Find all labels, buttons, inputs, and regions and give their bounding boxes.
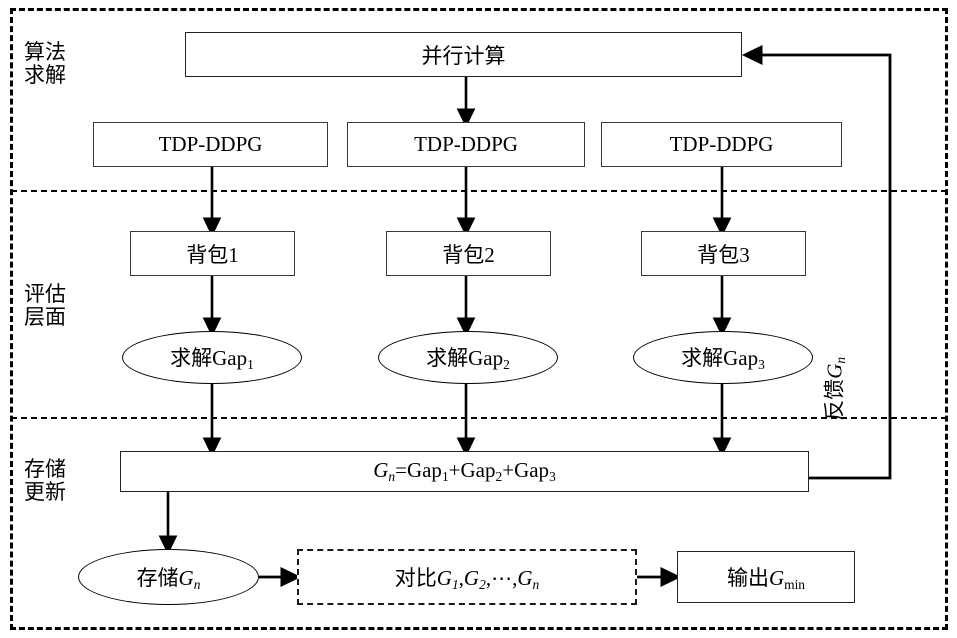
band-label-evaluation: 评估 层面 (24, 282, 66, 329)
node-agent-2[interactable]: TDP-DDPG (347, 122, 585, 167)
node-parallel-compute-label: 并行计算 (421, 43, 506, 68)
node-agent-2-label: TDP-DDPG (414, 132, 518, 156)
node-gap-3[interactable]: 求解Gap3 (633, 331, 813, 384)
node-store[interactable]: 存储Gn (78, 549, 259, 605)
node-output[interactable]: 输出Gmin (677, 551, 855, 603)
node-store-label: 存储Gn (136, 565, 201, 592)
feedback-label: 反馈Gn (822, 356, 848, 421)
node-knapsack-3[interactable]: 背包3 (641, 231, 806, 276)
node-knapsack-1-label: 背包1 (186, 242, 239, 267)
outer-dashed-frame (10, 8, 948, 630)
node-compare-label: 对比G1,G2,⋯,Gn (394, 565, 540, 592)
band-label-algorithm: 算法 求解 (24, 40, 66, 87)
node-agent-1-label: TDP-DDPG (158, 132, 263, 156)
node-compare[interactable]: 对比G1,G2,⋯,Gn (297, 549, 637, 605)
node-agent-3[interactable]: TDP-DDPG (601, 122, 842, 167)
node-parallel-compute[interactable]: 并行计算 (185, 32, 742, 77)
band-separator-evaluation-storage (11, 417, 947, 419)
node-output-label: 输出Gmin (726, 565, 806, 592)
node-sum-formula[interactable]: Gn=Gap1+Gap2+Gap3 (120, 451, 809, 492)
band-label-storage: 存储 更新 (24, 457, 66, 504)
node-sum-formula-label: Gn=Gap1+Gap2+Gap3 (373, 458, 556, 484)
node-gap-3-label: 求解Gap3 (681, 346, 765, 372)
node-agent-3-label: TDP-DDPG (669, 132, 774, 156)
node-knapsack-3-label: 背包3 (697, 242, 750, 267)
node-knapsack-1[interactable]: 背包1 (130, 231, 295, 276)
band-separator-algorithm-evaluation (11, 190, 947, 192)
node-agent-1[interactable]: TDP-DDPG (93, 122, 328, 167)
node-gap-2-label: 求解Gap2 (426, 346, 510, 372)
node-gap-2[interactable]: 求解Gap2 (378, 331, 558, 384)
node-knapsack-2-label: 背包2 (442, 242, 495, 267)
node-gap-1[interactable]: 求解Gap1 (122, 331, 302, 384)
node-knapsack-2[interactable]: 背包2 (386, 231, 551, 276)
node-gap-1-label: 求解Gap1 (170, 346, 254, 372)
